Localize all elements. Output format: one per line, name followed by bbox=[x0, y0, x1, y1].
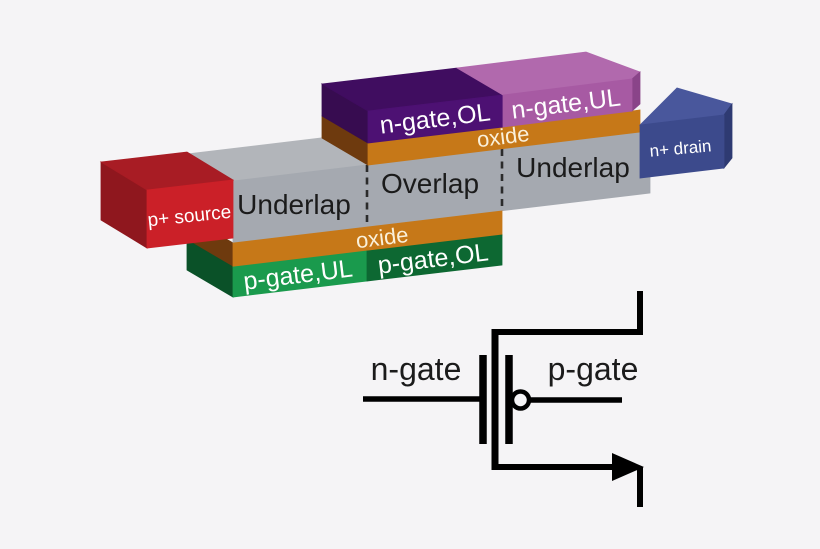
drain-block-right-face bbox=[723, 102, 733, 170]
p-gate-inversion-bubble bbox=[509, 389, 532, 411]
circuit-p-gate-label: p-gate bbox=[548, 351, 639, 387]
n-gate-ul-front-face bbox=[502, 78, 633, 128]
p-gate-ol-front-face bbox=[366, 234, 503, 282]
drain-terminal-wire bbox=[492, 291, 643, 335]
circuit-n-gate-label: n-gate bbox=[371, 351, 462, 387]
channel-underlap-right-label: Underlap bbox=[516, 152, 630, 183]
drain-block-front-face bbox=[639, 114, 725, 179]
channel-overlap-label: Overlap bbox=[381, 168, 479, 199]
source-block-front-face bbox=[146, 179, 234, 249]
channel-underlap-left-label: Underlap bbox=[237, 189, 351, 220]
source-arrowhead-icon bbox=[612, 453, 644, 481]
n-gate-ul-right-face bbox=[631, 71, 641, 112]
transistor-symbol: n-gate p-gate bbox=[363, 291, 644, 507]
